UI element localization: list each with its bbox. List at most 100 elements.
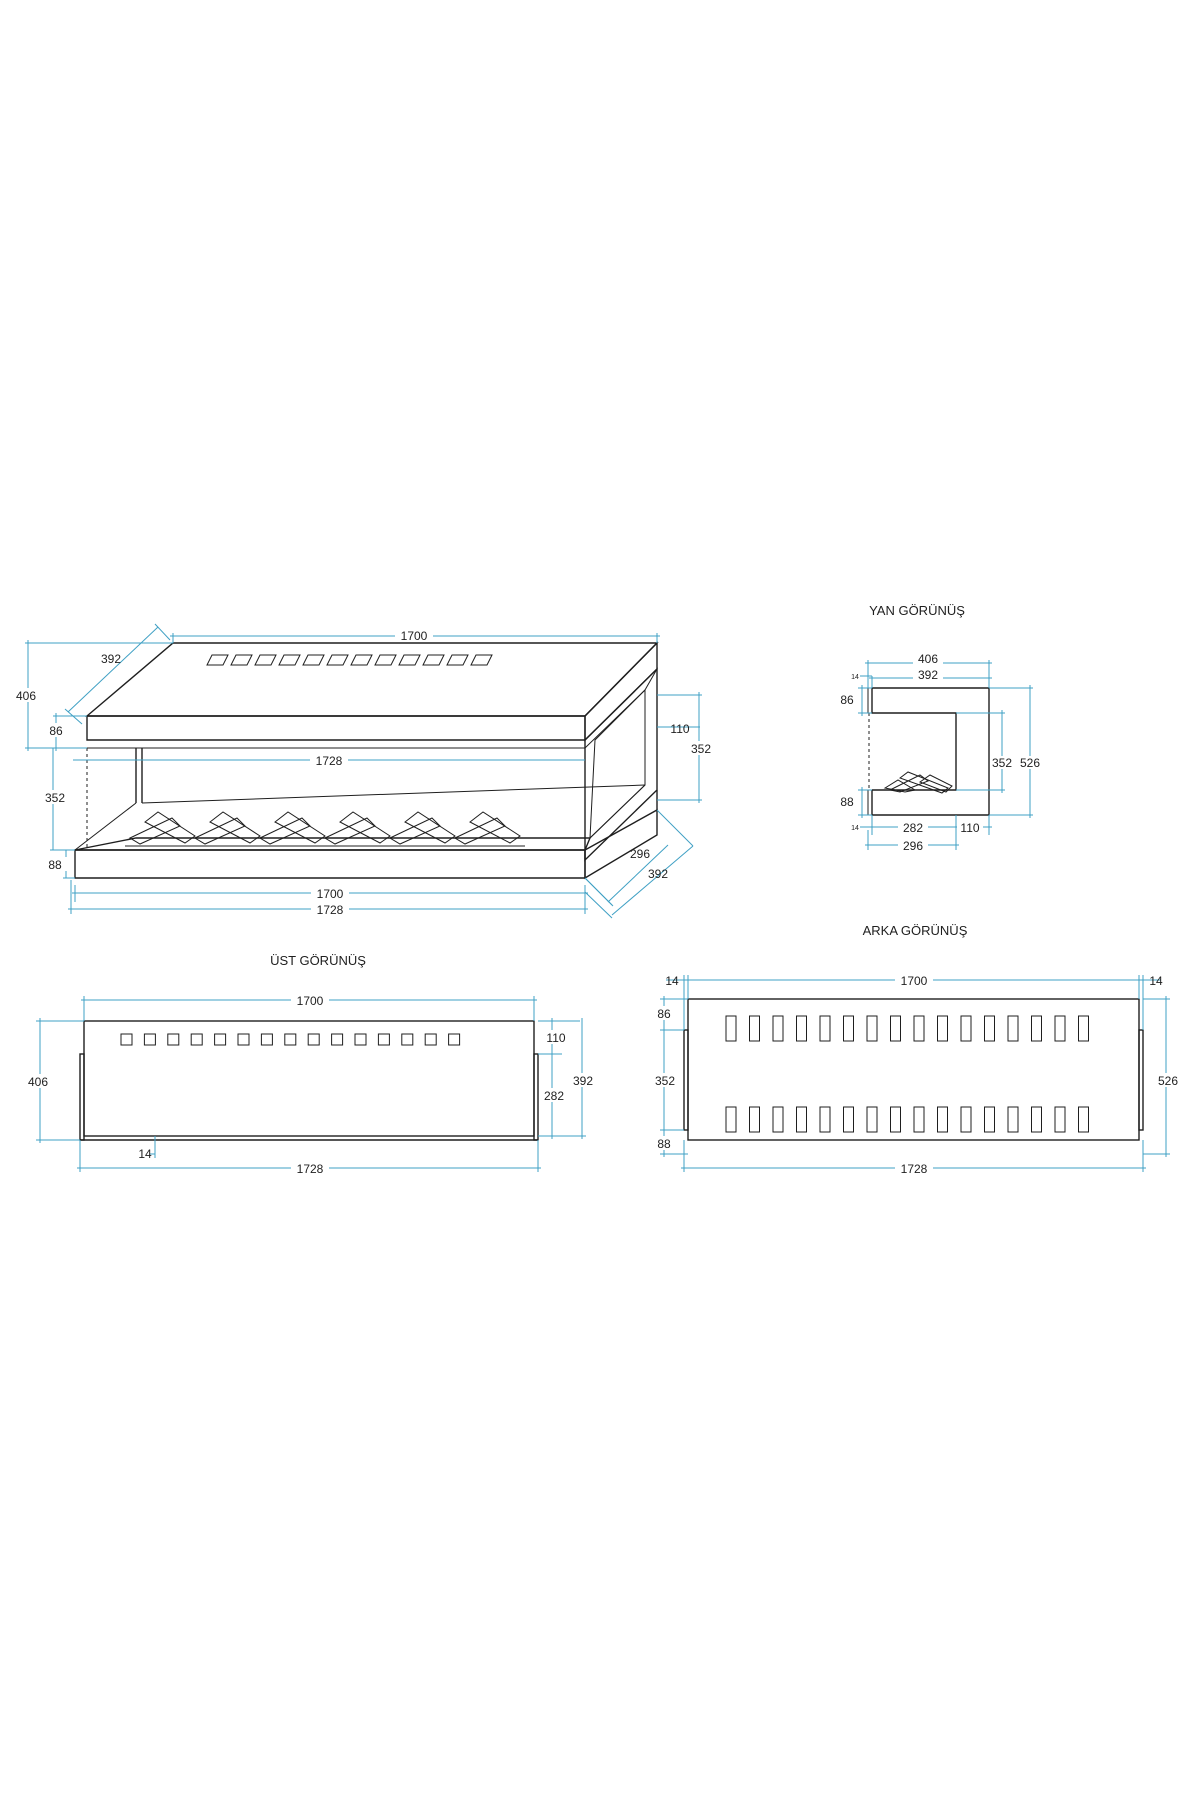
back-vent-slot	[796, 1015, 807, 1042]
iso-vent-slot	[446, 654, 469, 666]
back-vent-slot	[1054, 1015, 1066, 1042]
side-dim-outer-depth: 406	[918, 652, 938, 666]
iso-dim-top-width: 1700	[401, 629, 428, 643]
top-dim-side-thickness: 14	[138, 1147, 152, 1161]
side-dim-opening: 352	[992, 756, 1012, 770]
back-vent-slot	[866, 1106, 878, 1133]
back-left-side	[683, 1029, 689, 1131]
side-log	[898, 771, 949, 794]
side-view-title: YAN GÖRÜNÜŞ	[869, 603, 965, 618]
side-log	[883, 779, 917, 793]
back-dim-opening: 352	[655, 1074, 675, 1088]
back-vent-slot	[725, 1015, 737, 1042]
back-dim-height: 526	[1158, 1074, 1178, 1088]
back-vent-slot	[843, 1015, 854, 1042]
back-vent-slot	[1007, 1015, 1019, 1042]
iso-vent-slot	[278, 654, 301, 666]
back-dim-base: 88	[657, 1137, 671, 1151]
side-view: YAN GÖRÜNÜŞ 406 392 14	[836, 603, 1043, 853]
iso-base-right	[584, 808, 658, 880]
top-dim-width: 1700	[297, 994, 324, 1008]
iso-vent-slot	[350, 654, 373, 666]
iso-log	[404, 811, 456, 844]
back-vent-slot	[772, 1106, 784, 1133]
top-vent-slot	[120, 1033, 133, 1046]
iso-back-floor	[74, 802, 137, 851]
back-dim-right-offset: 14	[1149, 974, 1163, 988]
back-vent-slot	[725, 1106, 737, 1133]
top-view: ÜST GÖRÜNÜŞ 1700 406 110	[24, 953, 598, 1176]
back-vent-slot	[843, 1106, 854, 1133]
top-vent-slot	[284, 1033, 297, 1046]
iso-dim-inner-width: 1728	[316, 754, 343, 768]
back-vent-slot	[749, 1015, 760, 1042]
top-vent-slot	[401, 1033, 414, 1046]
back-vent-slot	[749, 1106, 760, 1133]
back-vent-slot	[937, 1106, 948, 1133]
back-dimensions: 1700 14 14 86 352 88 526	[650, 973, 1182, 1176]
top-outline	[83, 1020, 535, 1137]
top-vent-slot	[377, 1033, 390, 1046]
back-vent-slot	[796, 1106, 807, 1133]
back-vent-slot	[1031, 1106, 1042, 1133]
iso-log	[469, 811, 521, 844]
iso-dim-opening-height: 352	[45, 791, 65, 805]
side-dim-floor-depth: 282	[903, 821, 923, 835]
back-vent-slot	[1007, 1106, 1019, 1133]
side-dim-hood: 86	[840, 693, 854, 707]
iso-hood-front	[86, 715, 586, 741]
side-dim-base: 88	[840, 795, 854, 809]
back-dim-hood: 86	[657, 1007, 671, 1021]
top-vent-slot	[143, 1033, 156, 1046]
top-vent-slot	[307, 1033, 320, 1046]
side-dim-base-depth: 296	[903, 839, 923, 853]
back-vent-slot	[1078, 1106, 1089, 1133]
top-left-side	[79, 1053, 85, 1141]
back-vent-slot	[1031, 1015, 1042, 1042]
top-dim-front-offset: 110	[546, 1031, 565, 1045]
iso-logs	[125, 811, 525, 847]
side-dim-total-height: 526	[1020, 756, 1040, 770]
iso-base-front	[74, 849, 586, 879]
back-vent-slot	[984, 1015, 995, 1042]
iso-top-face	[85, 642, 659, 717]
back-vents	[725, 1015, 1089, 1133]
back-vent-slot	[1078, 1015, 1089, 1042]
iso-right-frame-inner	[589, 688, 646, 840]
iso-vent-slot	[206, 654, 229, 666]
top-vent-slot	[424, 1033, 437, 1046]
side-dim-inner-depth: 392	[918, 668, 938, 682]
back-dim-left-offset: 14	[665, 974, 679, 988]
top-dim-depth: 406	[28, 1075, 48, 1089]
iso-log	[144, 811, 196, 844]
back-vent-slot	[866, 1015, 878, 1042]
back-vent-slot	[819, 1106, 831, 1133]
top-dim-side-depth: 392	[573, 1074, 593, 1088]
top-vent-slot	[260, 1033, 273, 1046]
iso-dim-base-height: 88	[48, 858, 62, 872]
iso-log	[274, 811, 326, 844]
back-dim-width: 1700	[901, 974, 928, 988]
iso-vent-slot	[254, 654, 277, 666]
back-view: ARKA GÖRÜNÜŞ 1700 14 14 86 352	[650, 923, 1182, 1176]
iso-vent-slot	[422, 654, 445, 666]
back-vent-slot	[937, 1015, 948, 1042]
top-vents	[120, 1033, 461, 1046]
side-dim-left-offset-top: 14	[851, 674, 859, 681]
side-dimensions: 406 392 14 86 352 526	[836, 652, 1043, 853]
back-vent-slot	[819, 1015, 831, 1042]
iso-vent-slot	[302, 654, 325, 666]
top-vent-slot	[214, 1033, 227, 1046]
iso-base-top	[74, 837, 592, 851]
iso-hood-right	[584, 641, 658, 742]
iso-dim-base-depth-inner: 296	[630, 847, 650, 861]
iso-dim-right-hood: 110	[670, 722, 689, 736]
back-vent-slot	[960, 1015, 972, 1042]
top-right-side	[533, 1053, 539, 1141]
iso-dim-front-width: 1700	[317, 887, 344, 901]
top-vent-slot	[354, 1033, 367, 1046]
back-view-title: ARKA GÖRÜNÜŞ	[863, 923, 968, 938]
side-dim-right-offset: 110	[960, 821, 979, 835]
iso-dim-total-height: 406	[16, 689, 36, 703]
